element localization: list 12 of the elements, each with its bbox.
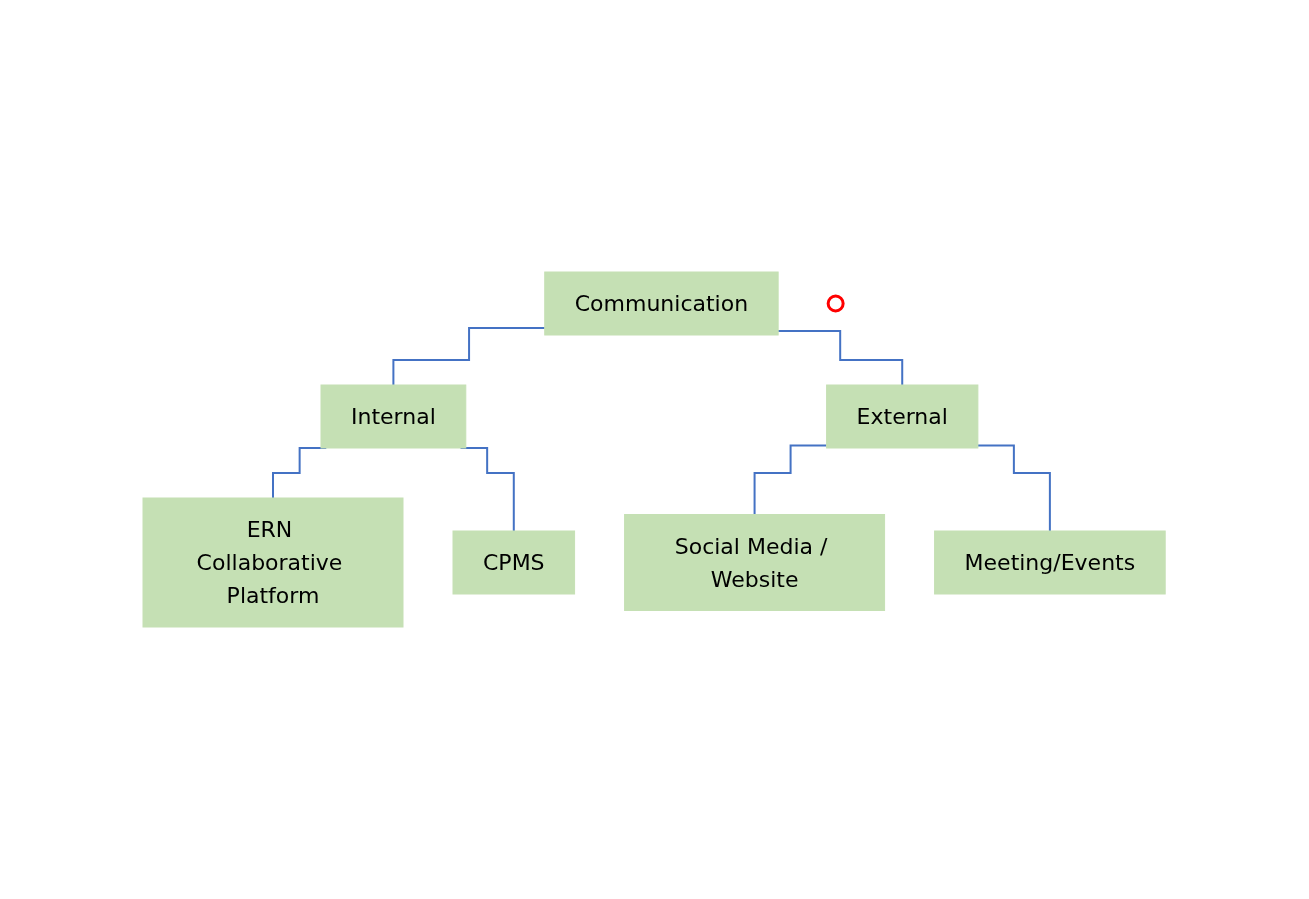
connector	[392, 327, 547, 386]
node-box: ERN Collaborative Platform	[142, 497, 404, 628]
connector	[777, 329, 904, 386]
connector	[977, 444, 1052, 532]
node-circle	[827, 294, 846, 313]
node-box: Social Media / Website	[624, 514, 886, 611]
node-box: Internal	[320, 384, 467, 449]
connector	[754, 444, 828, 516]
node-box: Meeting/Events	[934, 530, 1167, 595]
node-box: Communication	[544, 271, 780, 336]
node-box: External	[826, 384, 979, 449]
node-box: CPMS	[452, 530, 576, 595]
